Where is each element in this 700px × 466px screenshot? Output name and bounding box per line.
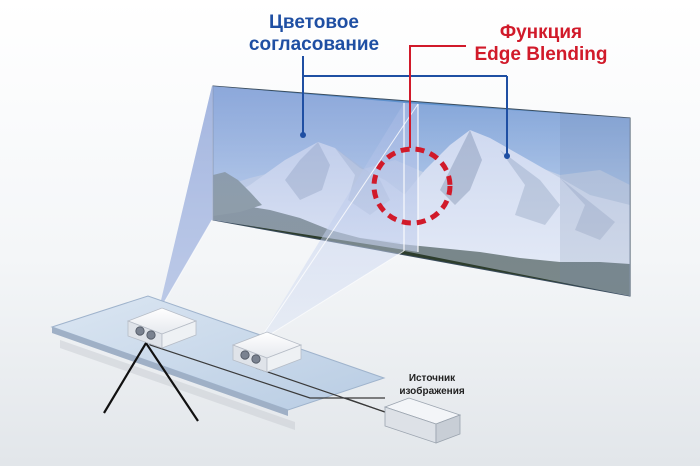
image-source-line-1: Источник (408, 373, 456, 384)
projector-icon (231, 331, 303, 373)
color-matching-label: Цветовое согласование (244, 12, 384, 56)
edge-blending-pointer (409, 45, 466, 148)
image-source-box-icon (383, 397, 462, 444)
edge-blending-label: Функция Edge Blending (466, 22, 616, 66)
color-matching-line-2: согласование (248, 33, 380, 55)
edge-blending-line-2: Edge Blending (474, 43, 608, 65)
color-matching-line-1: Цветовое (269, 12, 359, 33)
blend-zone-circle (371, 146, 453, 226)
image-source-line-2: изображения (399, 385, 465, 397)
image-source-label: Источник изображения (387, 373, 477, 398)
projector-icon (126, 307, 198, 349)
edge-blending-line-1: Функция (499, 22, 583, 43)
projector-pointer-lines (103, 340, 199, 422)
right-projector-beam (258, 103, 630, 342)
left-projector-beam (158, 86, 418, 313)
